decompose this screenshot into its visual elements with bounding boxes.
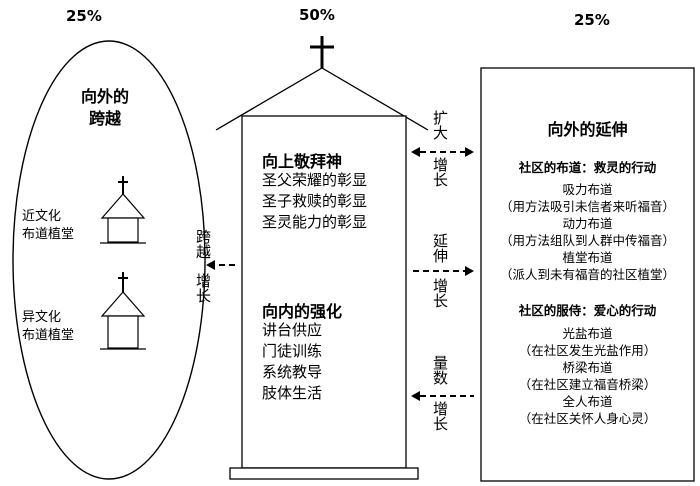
service-item-desc: （在社区发生光盐作用） — [518, 343, 657, 358]
small-church-icon — [100, 272, 146, 350]
service-item: 桥梁布道 — [562, 360, 613, 375]
arrow-left-label-bottom: 增长 — [194, 273, 212, 303]
evangelism-item-desc: （用方法组队到人群中传福音） — [499, 233, 675, 248]
upward-item: 圣子救赎的彰显 — [262, 192, 368, 210]
community-evangelism-title: 社区的布道：救灵的行动 — [518, 160, 657, 175]
inward-item: 讲台供应 — [262, 321, 323, 339]
arrow-left-bottom — [411, 391, 474, 401]
community-evangelism-list: 吸力布道 （用方法吸引未信者来听福音） 动力布道 （用方法组队到人群中传福音） … — [481, 181, 694, 283]
extension-title: 向外的延伸 — [547, 120, 628, 139]
evangelism-item-desc: （用方法吸引未信者来听福音） — [499, 199, 675, 214]
small-church-icon — [100, 176, 146, 244]
outreach-title-line2: 跨越 — [88, 109, 121, 128]
arrow-right-mid — [413, 266, 474, 276]
service-item: 光盐布道 — [562, 326, 613, 341]
arrow-bottom-label-bottom: 增长 — [431, 401, 449, 431]
evangelism-item: 吸力布道 — [562, 182, 613, 197]
community-service-title: 社区的服侍：爱心的行动 — [518, 303, 657, 318]
arrow-double-top — [411, 147, 474, 157]
community-service-list: 光盐布道 （在社区发生光盐作用） 桥梁布道 （在社区建立福音桥梁） 全人布道 （… — [481, 325, 694, 427]
upward-list: 圣父荣耀的彰显 圣子救赎的彰显 圣灵能力的彰显 — [262, 170, 367, 233]
near-culture-label: 近文化 布道植堂 — [22, 208, 74, 244]
outreach-title: 向外的 跨越 — [50, 86, 160, 130]
service-item: 全人布道 — [562, 394, 613, 409]
arrow-left — [206, 260, 235, 270]
outreach-ellipse — [12, 40, 206, 480]
upward-title: 向上敬拜神 — [262, 152, 343, 171]
service-item-desc: （在社区建立福音桥梁） — [518, 377, 657, 392]
big-church-icon — [215, 36, 429, 480]
cross-culture-label: 异文化 布道植堂 — [22, 309, 74, 345]
percent-center: 50% — [299, 6, 335, 24]
arrow-left-label-top: 跨越 — [194, 229, 212, 259]
evangelism-item: 动力布道 — [562, 216, 613, 231]
upward-item: 圣灵能力的彰显 — [262, 213, 368, 231]
inward-item: 肢体生活 — [262, 384, 323, 402]
service-item-desc: （在社区关怀人身心灵） — [518, 411, 657, 426]
outreach-title-line1: 向外的 — [80, 87, 129, 106]
cross-culture-line2: 布道植堂 — [22, 328, 75, 343]
arrow-mid-label-bottom: 增长 — [431, 278, 449, 308]
upward-item: 圣父荣耀的彰显 — [262, 171, 368, 189]
percent-right: 25% — [574, 11, 610, 29]
inward-title: 向内的强化 — [262, 302, 343, 321]
evangelism-item-desc: （派人到未有福音的社区植堂） — [499, 267, 675, 282]
evangelism-item: 植堂布道 — [562, 250, 613, 265]
arrow-bottom-label-top: 量数 — [431, 355, 449, 385]
cross-culture-line1: 异文化 — [22, 310, 62, 325]
inward-item: 门徒训练 — [262, 342, 323, 360]
extension-box — [480, 67, 695, 482]
inward-list: 讲台供应 门徒训练 系统教导 肢体生活 — [262, 320, 322, 404]
arrow-mid-label-top: 延伸 — [431, 233, 449, 263]
inward-item: 系统教导 — [262, 363, 323, 381]
percent-left: 25% — [66, 7, 102, 25]
near-culture-line2: 布道植堂 — [22, 227, 75, 242]
arrow-top-label-top: 扩大 — [431, 110, 449, 140]
near-culture-line1: 近文化 — [22, 209, 62, 224]
arrow-top-label-bottom: 增长 — [431, 157, 449, 187]
